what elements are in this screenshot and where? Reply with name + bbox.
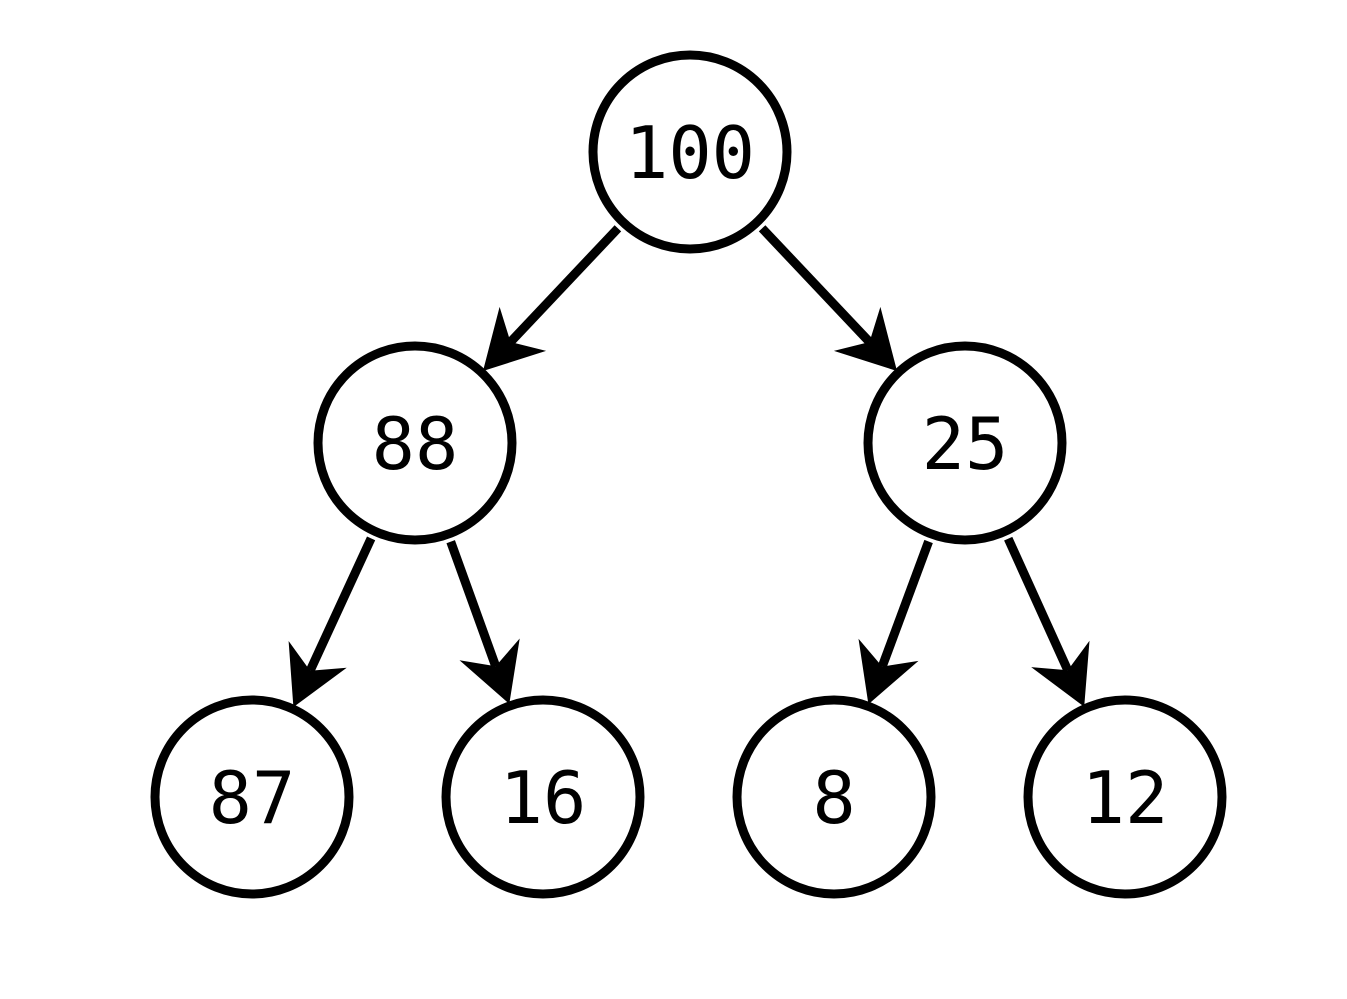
edge-line [1004, 536, 1072, 673]
tree-node-n6: 12 [1023, 695, 1227, 899]
node-circle [441, 695, 645, 899]
tree-node-n1: 88 [313, 341, 517, 545]
tree-node-n5: 8 [732, 695, 936, 899]
edge-line [758, 225, 873, 346]
edge-line [877, 539, 933, 669]
node-label: 87 [209, 756, 296, 840]
tree-node-n4: 16 [441, 695, 645, 899]
edge-line [507, 225, 622, 346]
node-circle [313, 341, 517, 545]
edge-arrow-n1-n4 [446, 540, 520, 704]
arrowhead-icon [833, 306, 897, 371]
arrowhead-icon [459, 638, 520, 704]
edge-arrow-n2-n5 [858, 539, 933, 705]
edge-arrow-n0-n1 [483, 225, 622, 371]
node-label: 8 [812, 756, 855, 840]
node-label: 12 [1082, 756, 1169, 840]
edges-layer [288, 225, 1090, 708]
arrowhead-icon [483, 306, 547, 371]
node-circle [863, 341, 1067, 545]
node-circle [588, 50, 792, 254]
edge-arrow-n1-n3 [288, 536, 376, 708]
nodes-layer: 100 88 25 87 16 8 12 [150, 50, 1227, 899]
edge-line [306, 536, 376, 673]
arrowhead-icon [1031, 640, 1090, 707]
edge-arrow-n2-n6 [1004, 536, 1090, 707]
node-label: 25 [922, 402, 1009, 486]
arrowhead-icon [288, 641, 347, 708]
arrowhead-icon [858, 638, 919, 705]
tree-node-n2: 25 [863, 341, 1067, 545]
node-label: 88 [372, 402, 459, 486]
node-circle [1023, 695, 1227, 899]
node-circle [150, 695, 354, 899]
tree-node-n3: 87 [150, 695, 354, 899]
edge-line [446, 540, 500, 668]
tree-node-n0: 100 [588, 50, 792, 254]
node-circle [732, 695, 936, 899]
node-label: 100 [625, 111, 755, 195]
edge-arrow-n0-n2 [758, 225, 897, 371]
node-label: 16 [500, 756, 587, 840]
